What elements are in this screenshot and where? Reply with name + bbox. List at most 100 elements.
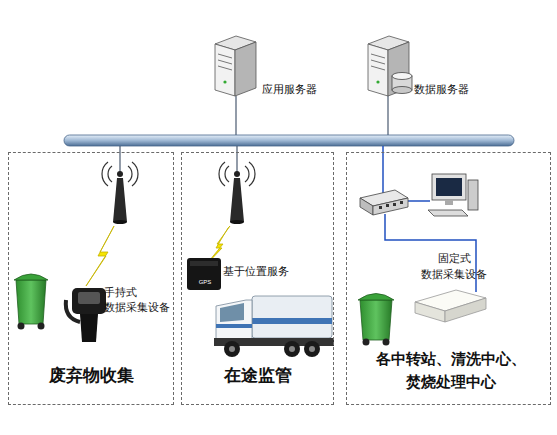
desktop-computer [428, 174, 478, 216]
waste-bin [14, 274, 48, 330]
waste-bin [360, 300, 392, 340]
server-node: 应用服务器 [212, 32, 332, 98]
antenna-wire [120, 146, 237, 172]
desktop-computer [445, 200, 453, 205]
gps-device [187, 258, 221, 290]
antenna-symbol [230, 178, 244, 222]
antenna-symbol [234, 171, 240, 177]
antenna-symbol [230, 220, 244, 224]
server-icon [218, 66, 232, 70]
network-switch [379, 206, 382, 209]
server-icon [376, 80, 379, 83]
garbage-truck [216, 300, 252, 344]
desktop-computer [468, 180, 478, 210]
antenna-symbol [225, 166, 229, 182]
antenna-wire [236, 146, 237, 172]
gps-device [190, 261, 218, 266]
waste-bin [383, 339, 390, 346]
waste-bin [16, 280, 46, 324]
rfid-reader [415, 302, 445, 322]
server-icon [371, 54, 385, 58]
server-label: 应用服务器 [262, 82, 317, 96]
handheld-scanner [72, 288, 106, 314]
server-wire [387, 96, 388, 136]
network-switch [386, 204, 389, 207]
database-cylinder [392, 73, 412, 94]
garbage-truck [216, 324, 252, 328]
network-switch [360, 198, 373, 215]
antenna-symbol [117, 171, 123, 177]
server-node: 数据服务器 [365, 32, 485, 98]
network-wire [382, 146, 384, 196]
garbage-truck [289, 346, 295, 352]
antenna-symbol [132, 162, 138, 186]
handheld-scanner [78, 292, 100, 304]
server-icon [235, 42, 256, 96]
garbage-truck [252, 318, 332, 324]
garbage-truck [284, 341, 300, 357]
antenna-symbol [102, 162, 108, 186]
server-wire [235, 96, 236, 136]
network-bus [64, 135, 514, 146]
waste-bin [38, 323, 45, 330]
garbage-truck [252, 296, 332, 338]
desktop-computer [428, 210, 468, 216]
server-icon [368, 44, 388, 96]
gps-device [187, 258, 221, 290]
server-icon [218, 60, 232, 64]
waste-bin [363, 339, 370, 346]
garbage-truck [229, 346, 235, 352]
waste-bin [18, 323, 25, 330]
database-cylinder [392, 73, 412, 80]
network-wire [408, 200, 430, 202]
network-switch [373, 198, 408, 215]
server-icon [215, 44, 235, 96]
waste-bin [14, 274, 48, 280]
rfid-reader [445, 298, 486, 322]
garbage-truck [309, 346, 315, 352]
antenna-symbol [113, 220, 127, 224]
zone-box: 废弃物收集 [8, 152, 174, 405]
server-icon [218, 54, 232, 58]
device-marking: GPS [192, 278, 218, 286]
garbage-truck [224, 341, 240, 357]
garbage-truck [304, 341, 320, 357]
zone-box: 在途监管 [181, 152, 334, 405]
antenna-symbol [245, 166, 249, 182]
waste-bin [358, 294, 394, 346]
server-wire [236, 96, 388, 136]
wireless-bolt [86, 226, 114, 286]
desktop-computer [432, 174, 466, 200]
garbage-truck [220, 303, 244, 322]
zone-title: 废弃物收集 [9, 365, 173, 387]
antenna-symbol [102, 162, 138, 224]
database-cylinder [392, 87, 412, 94]
antenna-symbol [219, 162, 225, 186]
zone-title: 各中转站、清洗中心、焚烧处理中心 [369, 347, 533, 393]
zone-title: 在途监管 [182, 365, 333, 387]
antenna-symbol [128, 166, 132, 182]
antenna-symbol [113, 178, 127, 222]
handheld-scanner [66, 300, 80, 322]
handheld-scanner [66, 288, 106, 342]
server-label: 数据服务器 [414, 82, 469, 96]
network-switch [400, 201, 403, 204]
antenna-symbol [108, 166, 112, 182]
handheld-scanner [80, 314, 98, 342]
device-label: 固定式 数据采集设备 [412, 250, 496, 282]
antenna-symbol [219, 162, 255, 224]
server-icon [215, 36, 256, 96]
server-icon [371, 60, 385, 64]
antenna-wire [119, 146, 120, 172]
antenna-symbol [249, 162, 255, 186]
network-switch [393, 203, 396, 206]
server-icon [223, 80, 226, 83]
rfid-reader [415, 290, 486, 322]
server-icon [371, 66, 385, 70]
network-bus [64, 135, 514, 146]
device-label: 手持式 数据采集设备 [104, 285, 178, 315]
network-switch [360, 190, 408, 215]
garbage-truck [214, 296, 334, 357]
service-label: 基于位置服务 [223, 264, 313, 278]
